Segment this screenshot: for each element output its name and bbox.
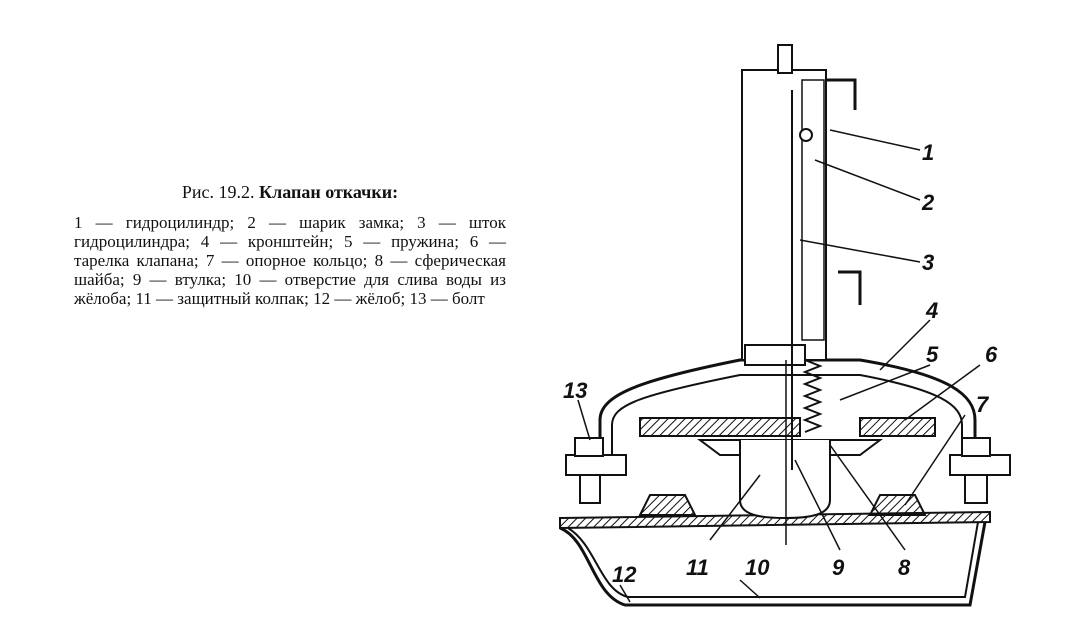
callout-6: 6 [985,342,998,367]
callout-1: 1 [922,140,934,165]
callout-2: 2 [921,190,935,215]
callout-5: 5 [926,342,939,367]
callout-8: 8 [898,555,911,580]
caption-title: Рис. 19.2. Клапан откачки: [74,182,506,203]
support-ring [638,494,927,516]
bolt-right [961,437,991,504]
figure-number: Рис. 19.2. [181,182,255,202]
callout-7: 7 [976,392,990,417]
bracket [565,358,1011,476]
protective-cap [739,440,831,520]
callout-10: 10 [745,555,770,580]
figure-caption: Рис. 19.2. Клапан откачки: 1 — гидроцили… [74,182,506,308]
callout-3: 3 [922,250,934,275]
valve-drawing: 1 2 3 4 5 6 7 8 9 10 11 12 13 [559,44,1011,607]
figure-title: Клапан откачки: [259,182,399,202]
callout-9: 9 [832,555,845,580]
lock-ball [799,128,813,142]
leader-lines [577,129,981,603]
callout-4: 4 [925,298,938,323]
callout-11: 11 [686,555,709,580]
callout-13: 13 [563,378,587,403]
gutter [559,510,991,607]
caption-legend: 1 — гидроцилиндр; 2 — шарик замка; 3 — ш… [74,213,506,308]
bolt-left [574,437,604,504]
spring [802,359,823,433]
hydraulic-cylinder [741,44,862,366]
callout-12: 12 [612,562,637,587]
